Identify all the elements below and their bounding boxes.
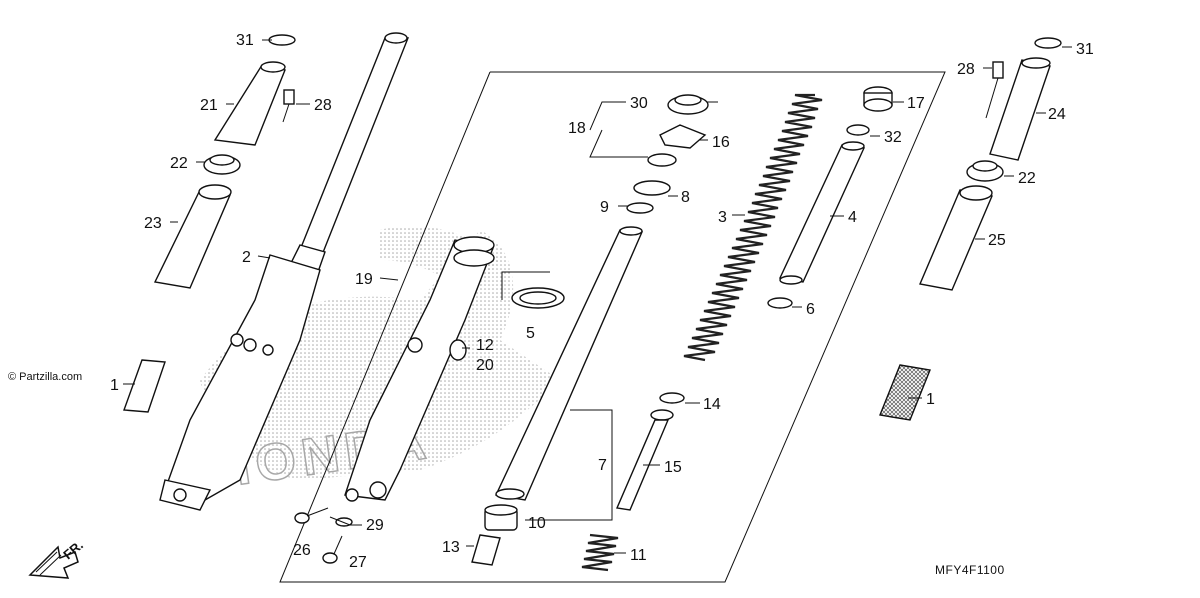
fork-tube-part-7: [494, 226, 644, 501]
bolt-right-28: [985, 61, 1004, 119]
callout-2: 2: [242, 249, 251, 266]
callout-13: 13: [442, 539, 460, 556]
callout-21: 21: [200, 97, 218, 114]
callout-28-left: 28: [314, 97, 332, 114]
oil-seal-5: [511, 287, 565, 309]
callout-18: 18: [568, 120, 586, 137]
callout-1-left: 1: [110, 377, 119, 394]
collar-pipe-4: [778, 141, 866, 285]
bolt-27: [322, 535, 343, 564]
callout-16: 16: [712, 134, 730, 151]
slider-left-1: [123, 359, 166, 413]
ring-left-31: [268, 34, 296, 46]
callout-19: 19: [355, 271, 373, 288]
callout-15: 15: [664, 459, 682, 476]
callout-17: 17: [907, 95, 925, 112]
seal-8: [633, 180, 671, 196]
rod-15: [615, 409, 674, 511]
front-arrow-icon: FR.: [28, 537, 86, 579]
callout-11: 11: [630, 547, 647, 564]
callout-8: 8: [681, 189, 690, 206]
cap-30: [667, 94, 709, 115]
callout-29: 29: [366, 517, 384, 534]
callout-12: 12: [476, 337, 494, 354]
watermark-text: © Partzilla.com: [8, 371, 82, 383]
callout-28-right: 28: [957, 61, 975, 78]
damper-part-17: [863, 86, 893, 112]
callout-26: 26: [293, 542, 311, 559]
callout-22-right: 22: [1018, 170, 1036, 187]
callout-31-left: 31: [236, 32, 254, 49]
callout-3: 3: [718, 209, 727, 226]
callout-20: 20: [476, 357, 494, 374]
callout-10: 10: [528, 515, 546, 532]
ring-part-18: [647, 153, 677, 167]
callout-labels: 31 21 28 22 23 2 1 19 12 20 26 27 29 13 …: [110, 32, 1094, 571]
callout-5: 5: [526, 325, 535, 342]
fork-cover-upper-right-24: [989, 57, 1051, 161]
nut-right-22: [966, 160, 1004, 182]
bottom-case-part-19: [344, 236, 495, 502]
bushing-10: [484, 504, 518, 531]
callout-31-right: 31: [1076, 41, 1094, 58]
callout-1-right: 1: [926, 391, 935, 408]
callout-24: 24: [1048, 106, 1066, 123]
slider-right-1: [879, 364, 931, 421]
clip-14: [659, 392, 685, 404]
bolt-26: [294, 507, 329, 524]
nut-left-22: [203, 154, 241, 175]
ring-32: [846, 124, 870, 136]
bushing-13: [471, 534, 501, 566]
callout-22-left: 22: [170, 155, 188, 172]
left-fork-bottom-case: [159, 254, 321, 511]
plate-16: [659, 124, 707, 149]
leader-lines: [123, 39, 1072, 554]
ring-right-31: [1034, 37, 1062, 49]
fork-cover-lower-left-23: [153, 184, 232, 289]
washer-6: [767, 297, 793, 309]
rebound-spring-11: [581, 533, 619, 572]
callout-9: 9: [600, 199, 609, 216]
callout-27: 27: [349, 554, 367, 571]
callout-6: 6: [806, 301, 815, 318]
bolt-left-28: [282, 89, 295, 123]
fork-cover-lower-right-25: [919, 185, 993, 291]
callout-32: 32: [884, 129, 902, 146]
fork-cover-upper-left-21: [213, 61, 286, 146]
callout-4: 4: [848, 209, 857, 226]
ring-9: [626, 202, 654, 214]
callout-14: 14: [703, 396, 721, 413]
callout-7: 7: [598, 457, 607, 474]
callout-30: 30: [630, 95, 648, 112]
fork-spring-3: [683, 93, 823, 362]
callout-25: 25: [988, 232, 1006, 249]
diagram-code: MFY4F1100: [935, 563, 1005, 577]
callout-23: 23: [144, 215, 162, 232]
inner-assembly-frame: [279, 71, 946, 583]
